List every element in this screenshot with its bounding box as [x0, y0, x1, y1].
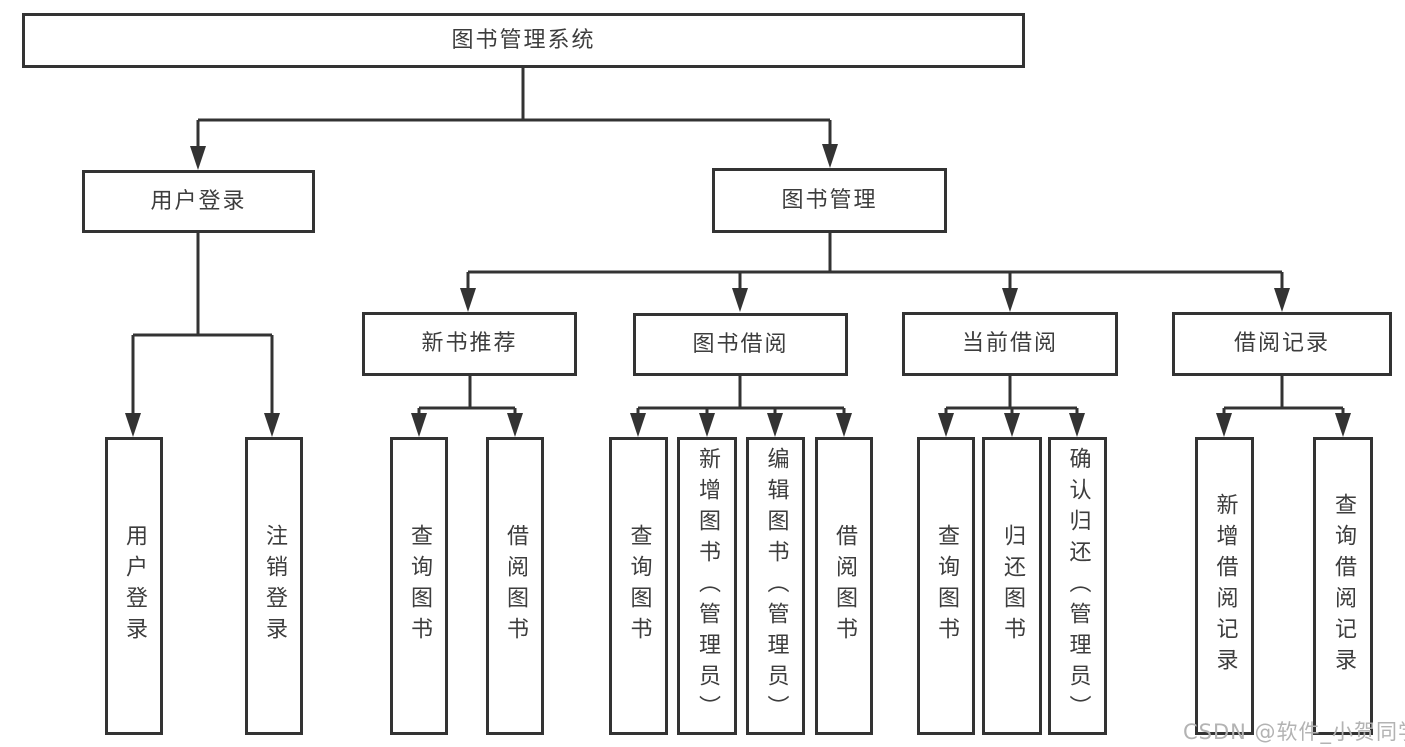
leaf-query-borrow-record-label: 查询借阅记录: [1331, 493, 1356, 679]
leaf-add-borrow-record-label: 新增借阅记录: [1212, 493, 1238, 679]
leaf-query-books-recommend-label: 查询图书: [407, 524, 432, 648]
connector-current-borrowing: [944, 376, 1079, 416]
leaf-confirm-return-admin: 确认归还（管理员）: [1048, 437, 1107, 735]
node-current-borrowing-label: 当前借阅: [961, 331, 1058, 356]
node-root-label: 图书管理系统: [451, 27, 596, 53]
connector-new-book: [417, 376, 517, 416]
connector-root: [196, 68, 832, 150]
node-user-login: 用户登录: [82, 170, 315, 233]
node-book-borrowing: 图书借阅: [633, 313, 848, 376]
leaf-add-borrow-record: 新增借阅记录: [1195, 437, 1254, 735]
arrowheads: [125, 144, 1351, 437]
leaf-edit-book-admin-label: 编辑图书（管理员）: [763, 446, 789, 726]
leaf-edit-book-admin: 编辑图书（管理员）: [746, 437, 805, 735]
leaf-query-books-recommend: 查询图书: [390, 437, 448, 735]
node-root: 图书管理系统: [22, 13, 1025, 68]
leaf-add-book-admin-label: 新增图书（管理员）: [695, 446, 720, 726]
node-user-login-label: 用户登录: [150, 188, 247, 214]
leaf-user-login: 用户登录: [105, 437, 163, 735]
leaf-return-books-label: 归还图书: [1000, 524, 1025, 648]
leaf-borrow-books-recommend-label: 借阅图书: [503, 524, 528, 648]
node-new-book-recommend: 新书推荐: [362, 312, 577, 376]
node-new-book-recommend-label: 新书推荐: [421, 331, 518, 356]
leaf-query-books-current-label: 查询图书: [934, 524, 959, 648]
connector-book-management: [466, 233, 1284, 291]
leaf-query-books-borrowing-label: 查询图书: [626, 524, 652, 648]
node-book-management: 图书管理: [712, 168, 947, 233]
connector-book-borrowing: [636, 376, 846, 416]
leaf-add-book-admin: 新增图书（管理员）: [677, 437, 737, 735]
node-book-borrowing-label: 图书借阅: [692, 331, 789, 357]
leaf-borrow-books-label: 借阅图书: [832, 524, 857, 648]
leaf-query-books-borrowing: 查询图书: [609, 437, 668, 735]
leaf-logout: 注销登录: [245, 437, 303, 735]
node-borrowing-records: 借阅记录: [1172, 312, 1392, 376]
leaf-borrow-books: 借阅图书: [815, 437, 873, 735]
csdn-watermark: CSDN @软件_小贺同学: [1183, 720, 1405, 744]
node-book-management-label: 图书管理: [781, 187, 878, 213]
leaf-return-books: 归还图书: [982, 437, 1042, 735]
connector-borrowing-records: [1222, 376, 1345, 416]
node-current-borrowing: 当前借阅: [902, 312, 1118, 376]
node-borrowing-records-label: 借阅记录: [1233, 331, 1330, 356]
leaf-query-books-current: 查询图书: [917, 437, 975, 735]
leaf-borrow-books-recommend: 借阅图书: [486, 437, 544, 735]
leaf-confirm-return-admin-label: 确认归还（管理员）: [1065, 446, 1091, 726]
leaf-user-login-label: 用户登录: [122, 524, 147, 648]
leaf-query-borrow-record: 查询借阅记录: [1313, 437, 1373, 735]
connector-user-login: [131, 233, 274, 416]
leaf-logout-label: 注销登录: [262, 524, 287, 648]
